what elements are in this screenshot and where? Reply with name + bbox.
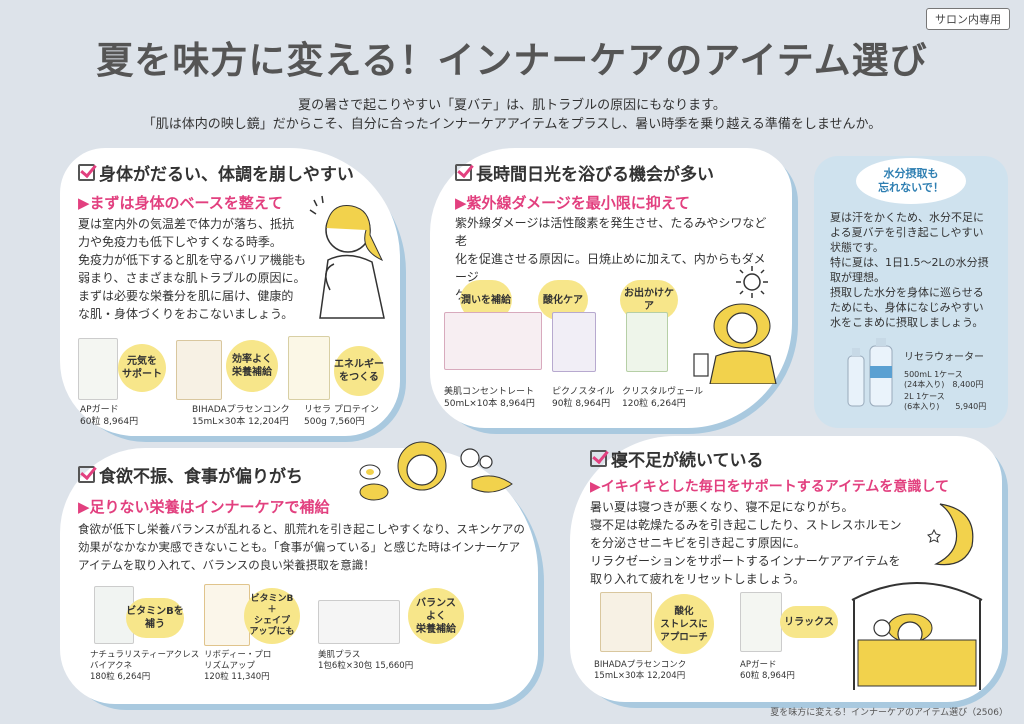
body-line: 水をこまめに摂取しましょう。 xyxy=(830,316,984,329)
section3-bubble-2: ビタミンB ＋ シェイプ アップにも xyxy=(244,588,300,644)
section1-bubble-2: 効率よく 栄養補給 xyxy=(226,340,278,392)
body-line: 夏は汗をかくため、水分不足に xyxy=(830,211,984,224)
check-icon xyxy=(455,164,472,181)
water-product-name: リセラウォーター xyxy=(904,352,984,363)
body-line: アイテムを取り入れて、バランスの良い栄養摂取を意識！ xyxy=(78,558,375,572)
check-icon xyxy=(78,164,95,181)
section2-product-1-name: 美肌コンセントレート 50mL×10本 8,964円 xyxy=(444,387,535,409)
body-line: 取り入れて疲れをリセットしましょう。 xyxy=(590,572,805,586)
body-line: リラクゼーションをサポートするインナーケアアイテムを xyxy=(590,554,901,568)
bihada-concentrate-product xyxy=(444,312,542,370)
section2-subtitle: ▶紫外線ダメージを最小限に抑えて xyxy=(455,194,691,212)
section1-subtitle: ▶まずは身体のベースを整えて xyxy=(78,194,284,212)
lead-text: 夏の暑さで起こりやすい「夏バテ」は、肌トラブルの原因にもなります。 「肌は体内の… xyxy=(0,96,1024,134)
section2-title-text: 長時間日光を浴びる機会が多い xyxy=(476,165,714,185)
section1-body: 夏は室内外の気温差で体力が落ち、抵抗 力や免疫力も低下しやすくなる時季。 免疫力… xyxy=(78,215,328,323)
body-line: 暑い夏は寝つきが悪くなり、寝不足になりがち。 xyxy=(590,500,854,514)
body-line: よる夏バテを引き起こしやすい xyxy=(830,226,984,239)
apguard-product-2 xyxy=(740,592,782,652)
body-line: 効果がなかなか実感できないことも。「食事が偏っている」と感じた時はインナーケア xyxy=(78,540,521,554)
body-line: 摂取した水分を身体に巡らせる xyxy=(830,286,984,299)
water-heading-line-2: 忘れないで！ xyxy=(878,181,944,194)
section4-product-2-name: APガード 60粒 8,964円 xyxy=(740,660,795,681)
body-line: 取が理想。 xyxy=(830,271,885,284)
rebody-product xyxy=(204,584,250,646)
section1-title: 身体がだるい、体調を崩しやすい xyxy=(78,160,354,185)
body-line: 夏は室内外の気温差で体力が落ち、抵抗 xyxy=(78,217,295,231)
body-line: を分泌させニキビを引き起こす原因に。 xyxy=(590,536,806,550)
water-heading: 水分摂取も 忘れないで！ xyxy=(856,158,966,204)
sleeping-woman-illustration xyxy=(851,582,983,690)
eating-woman-illustration xyxy=(359,441,513,501)
bihada-plus-product xyxy=(318,600,400,644)
section3-subtitle: ▶足りない栄養はインナーケアで補給 xyxy=(78,498,330,516)
body-line: 力や免疫力も低下しやすくなる時季。 xyxy=(78,235,282,249)
bihada-placenconc-product-2 xyxy=(600,592,652,652)
salon-only-tag: サロン内専用 xyxy=(926,8,1010,30)
section4-bubble-1: 酸化 ストレスに アプローチ xyxy=(654,594,714,654)
section3-title-text: 食欲不振、食事が偏りがち xyxy=(99,467,303,487)
section4-body: 暑い夏は寝つきが悪くなり、寝不足になりがち。 寝不足は乾燥たるみを引き起こしたり… xyxy=(590,498,910,588)
check-icon xyxy=(590,450,607,467)
water-price-2l: 2L 1ケース (6本入り) 5,940円 xyxy=(904,392,987,411)
section3-title: 食欲不振、食事が偏りがち xyxy=(78,462,303,487)
section3-product-1-name: ナチュラリスティーアクレス バイアクネ 180粒 6,264円 xyxy=(90,650,200,682)
moon-icon xyxy=(927,503,974,566)
body-line: 免疫力が低下すると肌を守るバリア機能も xyxy=(78,253,307,267)
footer-text: 夏を味方に変える！インナーケアのアイテム選び（2506） xyxy=(770,708,1008,718)
body-line: な肌・身体づくりをおこないましょう。 xyxy=(78,307,294,321)
body-line: 寝不足は乾燥たるみを引き起こしたり、ストレスホルモン xyxy=(590,518,902,532)
body-line: 食欲が低下し栄養バランスが乱れると、肌荒れを引き起こしやすくなり、スキンケアの xyxy=(78,522,525,536)
bihada-placenconc-product xyxy=(176,340,222,400)
recera-protein-product xyxy=(288,336,330,400)
section3-body: 食欲が低下し栄養バランスが乱れると、肌荒れを引き起こしやすくなり、スキンケアの … xyxy=(78,520,528,574)
section1-product-2-name: BIHADAプラセンコンク 15mL×30本 12,204円 xyxy=(192,405,290,427)
section2-product-3-name: クリスタルヴェール 120粒 6,264円 xyxy=(622,387,704,409)
section4-product-1-name: BIHADAプラセンコンク 15mL×30本 12,204円 xyxy=(594,660,687,681)
section1-product-3-name: リセラ プロテイン 500g 7,560円 xyxy=(304,405,379,427)
sunny-woman-illustration xyxy=(693,266,777,384)
section3-bubble-1: ビタミンBを 補う xyxy=(126,598,184,638)
section1-product-1-name: APガード 60粒 8,964円 xyxy=(80,405,139,427)
body-line: 特に夏は、1日1.5〜2Lの水分摂 xyxy=(830,256,989,269)
section2-product-2-name: ピクノスタイル 90粒 8,964円 xyxy=(552,387,615,409)
section3-product-2-name: リボディー・プロ リズムアップ 120粒 11,340円 xyxy=(204,650,272,682)
section4-title-text: 寝不足が続いている xyxy=(611,451,764,471)
section4-title: 寝不足が続いている xyxy=(590,446,764,471)
lead-line-1: 夏の暑さで起こりやすい「夏バテ」は、肌トラブルの原因にもなります。 xyxy=(298,98,726,113)
water-bottles-illustration xyxy=(847,338,893,407)
section2-title: 長時間日光を浴びる機会が多い xyxy=(455,160,714,185)
tired-woman-illustration xyxy=(309,195,385,319)
section1-bubble-1: 元気を サポート xyxy=(118,344,166,392)
lead-line-2: 「肌は体内の映し鏡」だからこそ、自分に合ったインナーケアアイテムをプラスし、暑い… xyxy=(142,117,882,132)
section3-product-3-name: 美肌プラス 1包6粒×30包 15,660円 xyxy=(318,650,414,671)
page-title: 夏を味方に変える！インナーケアのアイテム選び xyxy=(96,39,928,82)
body-line: まずは必要な栄養分を肌に届け、健康的 xyxy=(78,289,294,303)
body-line: ためにも、身体になじみやすい xyxy=(830,301,984,314)
body-line: 紫外線ダメージは活性酸素を発生させ、たるみやシワなど老 xyxy=(455,216,767,248)
pycnostyle-product xyxy=(552,312,596,372)
section4-bubble-2: リラックス xyxy=(780,606,838,638)
crystal-veil-product xyxy=(626,312,668,372)
water-body: 夏は汗をかくため、水分不足に よる夏バテを引き起こしやすい 状態です。 特に夏は… xyxy=(830,210,1000,330)
section3-panel xyxy=(60,448,538,704)
body-line: 状態です。 xyxy=(830,241,884,254)
body-line: 弱まり、さまざまな肌トラブルの原因に。 xyxy=(78,271,306,285)
section1-bubble-3: エネルギー をつくる xyxy=(334,346,384,396)
section3-bubble-3: バランス よく 栄養補給 xyxy=(408,588,464,644)
check-icon xyxy=(78,466,95,483)
water-price-500ml: 500mL 1ケース (24本入り) 8,400円 xyxy=(904,370,984,389)
water-heading-line-1: 水分摂取も xyxy=(883,167,939,180)
apguard-product xyxy=(78,338,118,400)
section1-title-text: 身体がだるい、体調を崩しやすい xyxy=(99,165,354,185)
section4-subtitle: ▶イキイキとした毎日をサポートするアイテムを意識して xyxy=(590,479,949,495)
